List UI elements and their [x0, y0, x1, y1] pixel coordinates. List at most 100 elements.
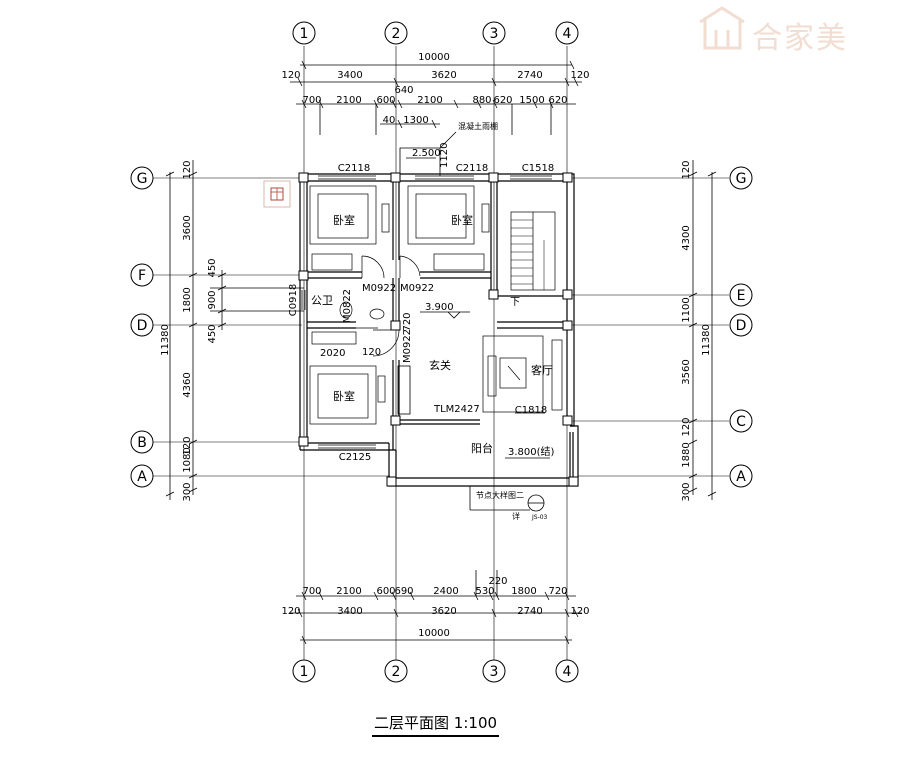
dim-top-edge-right: 120: [570, 70, 589, 81]
axis-label-left-d: D: [137, 318, 148, 334]
dim-lines-right: [688, 160, 717, 500]
level-3900: 3.900: [425, 302, 454, 313]
dim-top-40: 40: [383, 115, 396, 126]
window-c1518: C1518: [522, 163, 554, 174]
detail-callout: [469, 486, 545, 512]
door-m0922-a: M0922: [362, 283, 396, 294]
dim-left-120a: 120: [182, 160, 193, 179]
axis-label-top-4: 4: [563, 26, 572, 42]
axis-label-top-2: 2: [392, 26, 401, 42]
brand-logo: 合家美: [699, 6, 848, 56]
axis-label-top-3: 3: [490, 26, 499, 42]
dim-right-120a: 120: [681, 160, 692, 179]
dim-top-620a: 620: [493, 95, 512, 106]
dim-top-edge-left: 120: [281, 70, 300, 81]
dim-bot-edge-left: 120: [281, 606, 300, 617]
dim-top-total: 10000: [418, 52, 450, 63]
room-label-bathroom: 公卫: [311, 294, 333, 307]
dim-top-2100a: 2100: [336, 95, 361, 106]
axis-bubbles-right: [729, 166, 753, 488]
dim-left-total: 11380: [160, 324, 171, 356]
room-label-balcony: 阳台: [471, 441, 493, 455]
door-tlm2427: TLM2427: [433, 404, 480, 415]
windows: [301, 175, 552, 449]
dim-bot-3400: 3400: [337, 606, 362, 617]
dim-bot-530: 530: [475, 586, 494, 597]
level-2500: 2.500: [412, 148, 441, 159]
dim-bot-2400: 2400: [433, 586, 458, 597]
axis-label-right-g: G: [736, 171, 747, 187]
room-label-foyer: 玄关: [429, 358, 451, 372]
dim-left-120b: 120: [182, 436, 193, 455]
table-icon[interactable]: [263, 180, 291, 208]
dim-right-1880: 1880: [681, 442, 692, 467]
dim-top-620b: 620: [548, 95, 567, 106]
window-c2118-right: C2118: [456, 163, 488, 174]
drawing-title-text: 二层平面图: [374, 714, 450, 732]
dim-top-700: 700: [302, 95, 321, 106]
dim-1120: 1120: [439, 143, 450, 168]
room-label-bedroom-2: 卧室: [451, 213, 473, 227]
furniture: [309, 185, 563, 425]
window-c2125: C2125: [339, 452, 371, 463]
dim-lines-left: [165, 160, 304, 500]
level-markers: [420, 311, 550, 459]
dim-bot-2100: 2100: [336, 586, 361, 597]
dim-left-450a: 450: [207, 258, 218, 277]
dim-lines-top: [290, 60, 582, 135]
dim-bot-690: 690: [394, 586, 413, 597]
dim-right-1100: 1100: [681, 297, 692, 322]
dim-lines-bottom: [290, 570, 582, 645]
axis-bubbles-top: [292, 21, 579, 45]
detail-ref: 详: [512, 511, 520, 521]
doors: [356, 255, 421, 415]
dim-top-600: 600: [376, 95, 395, 106]
axis-label-bottom-2: 2: [392, 664, 401, 680]
axis-label-right-d: D: [736, 318, 747, 334]
dim-bot-220: 220: [488, 576, 507, 587]
stair-down-label: 下: [510, 297, 520, 308]
dim-left-900: 900: [207, 290, 218, 309]
dim-top-2740: 2740: [517, 70, 542, 81]
axis-label-left-b: B: [137, 435, 147, 451]
axis-label-left-f: F: [138, 268, 146, 284]
dim-right-4300: 4300: [681, 225, 692, 250]
dim-bot-700: 700: [302, 586, 321, 597]
level-3800: 3.800(结): [508, 445, 555, 458]
detail-sheet: JS-03: [531, 514, 548, 521]
canopy-note: 混凝土雨棚: [458, 121, 498, 131]
detail-note: 节点大样图二: [476, 490, 524, 500]
stair-treads: [511, 219, 545, 290]
house-logo-icon: [699, 6, 745, 50]
axis-label-right-a: A: [736, 469, 746, 485]
dim-left-4360: 4360: [182, 372, 193, 397]
axis-lines: [153, 46, 729, 660]
dim-2020: 2020: [320, 348, 345, 359]
dim-left-300: 300: [182, 482, 193, 501]
dim-top-2100b: 2100: [417, 95, 442, 106]
axis-label-bottom-3: 3: [490, 664, 499, 680]
dim-720: 720: [402, 312, 413, 331]
dim-top-640: 640: [394, 85, 413, 96]
axis-label-left-a: A: [137, 469, 147, 485]
dim-120-inner: 120: [362, 347, 381, 358]
door-m0822: M0822: [342, 289, 353, 323]
door-m0922-b: M0922: [400, 283, 434, 294]
dim-top-1300: 1300: [403, 115, 428, 126]
dim-right-120b: 120: [681, 417, 692, 436]
axis-label-right-c: C: [736, 414, 746, 430]
dim-right-300: 300: [681, 482, 692, 501]
axis-label-bottom-1: 1: [300, 664, 309, 680]
axis-label-top-1: 1: [300, 26, 309, 42]
dim-bot-total: 10000: [418, 628, 450, 639]
canopy: [399, 131, 457, 176]
window-c1818: C1818: [515, 405, 547, 416]
logo-text: 合家美: [752, 21, 848, 56]
dim-bot-1800: 1800: [511, 586, 536, 597]
dim-right-total: 11380: [701, 324, 712, 356]
room-label-living: 客厅: [531, 363, 553, 377]
dim-top-3620: 3620: [431, 70, 456, 81]
dim-bot-edge-right: 120: [570, 606, 589, 617]
dim-top-880: 880: [472, 95, 491, 106]
